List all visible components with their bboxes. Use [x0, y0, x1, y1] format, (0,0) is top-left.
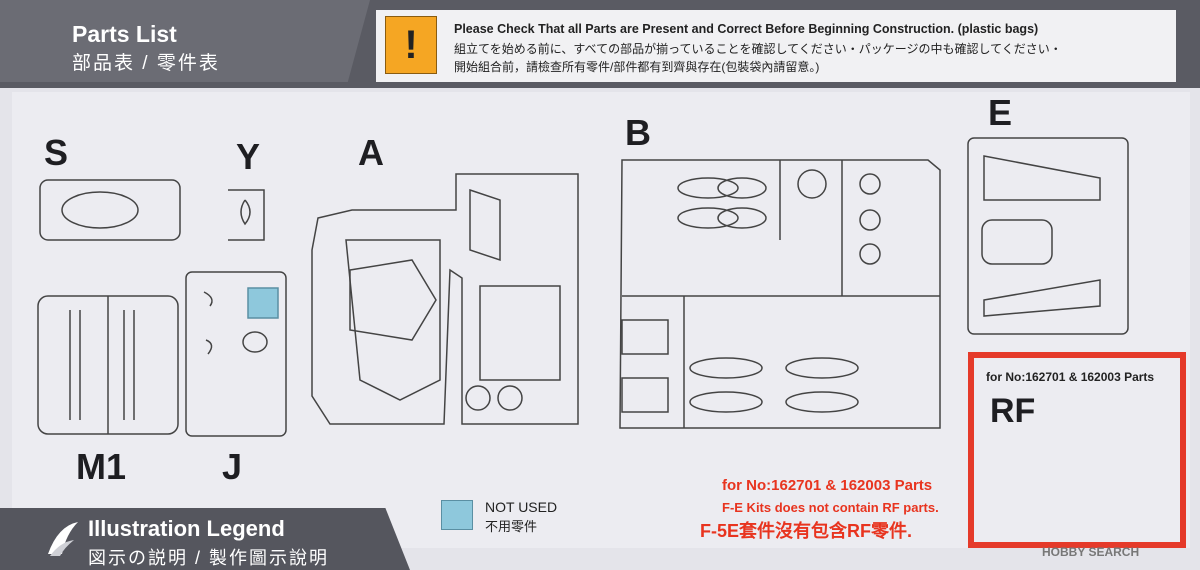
notice-english: Please Check That all Parts are Present … [454, 22, 1039, 36]
page-title: Parts List [72, 21, 177, 47]
page-subtitle: 部品表 / 零件表 [72, 53, 220, 74]
rf-box-header: for No:162701 & 162003 Parts [986, 370, 1155, 384]
notice-panel [376, 10, 1176, 82]
sprue-letter-rf: RF [990, 392, 1036, 430]
sprue-e [967, 137, 1129, 335]
part-y1 [240, 199, 251, 226]
notice-chinese: 開始組合前，請檢查所有零件/部件都有到齊與存在(包裝袋內請留意。) [454, 60, 820, 74]
not-used-label-cjk: 不用零件 [485, 519, 538, 534]
sprue-letter-e: E [988, 92, 1013, 133]
legend-logo-icon [48, 522, 78, 556]
watermark: HOBBY SEARCH [1042, 545, 1140, 559]
sprue-s [39, 179, 181, 241]
rf-note-line2: F-E Kits does not contain RF parts. [722, 500, 939, 515]
sprue-b [619, 159, 941, 429]
sprue-letter-s: S [44, 132, 69, 173]
sprue-j [185, 271, 287, 437]
header-tab [0, 0, 370, 82]
sprue-a [311, 173, 579, 425]
not-used-part-j [247, 287, 279, 319]
sprue-letter-y: Y [236, 136, 261, 177]
not-used-swatch [441, 500, 473, 530]
rf-note-line1: for No:162701 & 162003 Parts [722, 477, 933, 494]
sprue-letter-j: J [222, 446, 243, 487]
legend-title: Illustration Legend [88, 516, 285, 541]
rf-note-line3: F-5E套件沒有包含RF零件. [700, 521, 913, 541]
sprue-letter-m1: M1 [76, 446, 127, 487]
not-used-label: NOT USED [485, 499, 558, 515]
sprue-letter-a: A [358, 132, 384, 173]
notice-japanese: 組立てを始める前に、すべての部品が揃っていることを確認してください・パッケージの… [454, 42, 1062, 56]
sprue-y [228, 189, 265, 241]
canopy-part [61, 191, 139, 229]
rf-parts-box: for No:162701 & 162003 Parts RF [968, 352, 1186, 548]
sprue-letter-b: B [625, 112, 651, 153]
legend-title-cjk: 図示の説明 / 製作圖示說明 [88, 548, 330, 568]
legend-bar [0, 508, 410, 570]
exclamation-icon: ! [385, 16, 437, 74]
